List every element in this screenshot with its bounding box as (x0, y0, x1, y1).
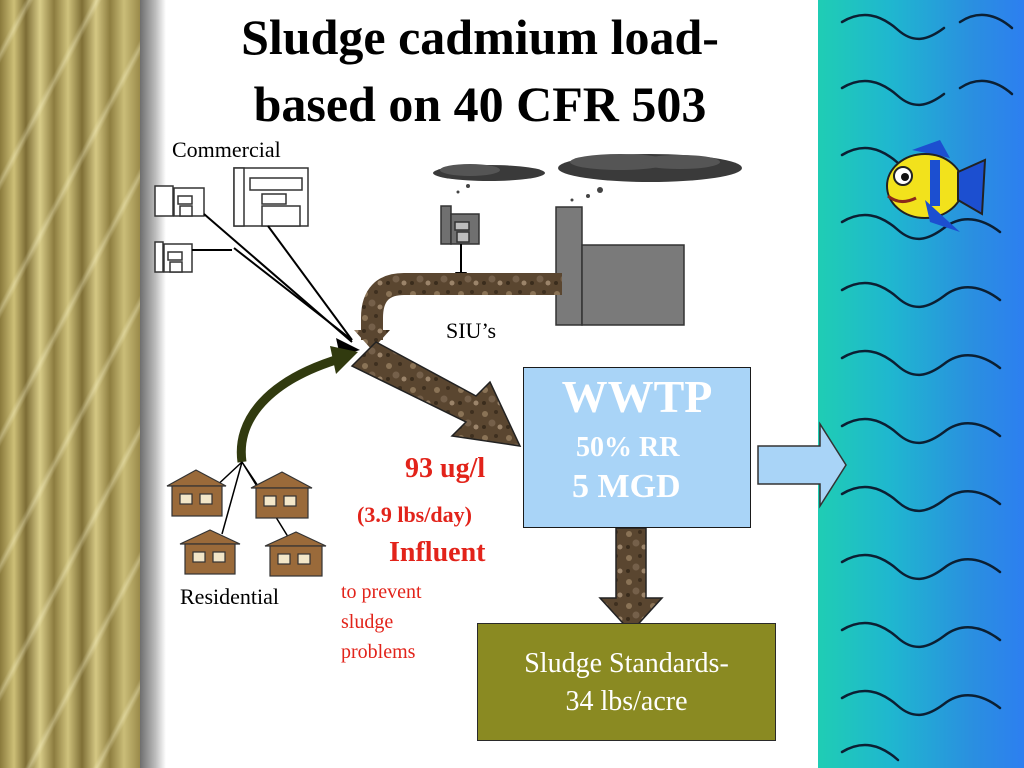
influent-note: to prevent sludge problems (341, 577, 422, 667)
influent-arrow (350, 341, 522, 447)
slide-title-line-1: Sludge cadmium load- (241, 9, 719, 65)
influent-concentration: 93 ug/l (405, 453, 486, 484)
influent-label: Influent (389, 537, 486, 568)
effluent-arrow (757, 421, 847, 509)
sludge-standards-line-2: 34 lbs/acre (565, 686, 688, 717)
residential-label: Residential (180, 584, 279, 609)
commercial-building-icon (154, 167, 309, 273)
flow-lines (192, 213, 353, 343)
commercial-label: Commercial (172, 137, 281, 162)
sludge-standards-box: Sludge Standards- 34 lbs/acre (477, 623, 776, 741)
influent-note-line-3: problems (341, 641, 416, 663)
factory-icon (555, 206, 685, 326)
fish-icon (886, 140, 987, 232)
house-icon (166, 469, 327, 577)
wwtp-title: WWTP (561, 371, 713, 422)
residential-pipe (211, 346, 358, 541)
left-border-shadow (140, 0, 166, 768)
cloud-icon (433, 154, 742, 202)
siu-building-icon (440, 205, 480, 274)
slide-title-line-2: based on 40 CFR 503 (253, 76, 707, 132)
influent-load: (3.9 lbs/day) (357, 502, 472, 527)
siu-label: SIU’s (446, 318, 497, 343)
water-panel (818, 0, 1024, 768)
influent-note-line-1: to prevent (341, 581, 422, 603)
wwtp-box: WWTP 50% RR 5 MGD (523, 367, 751, 528)
sludge-arrow (598, 527, 664, 634)
influent-note-line-2: sludge (341, 611, 394, 633)
slide-title: Sludge cadmium load- based on 40 CFR 503 (150, 4, 810, 138)
sludge-standards-line-1: Sludge Standards- (524, 648, 729, 679)
left-border-decoration (0, 0, 140, 768)
wwtp-flow: 5 MGD (572, 468, 681, 505)
wave-lines (840, 13, 1014, 762)
wwtp-removal-rate: 50% RR (576, 432, 680, 463)
industrial-pipe (354, 273, 562, 350)
